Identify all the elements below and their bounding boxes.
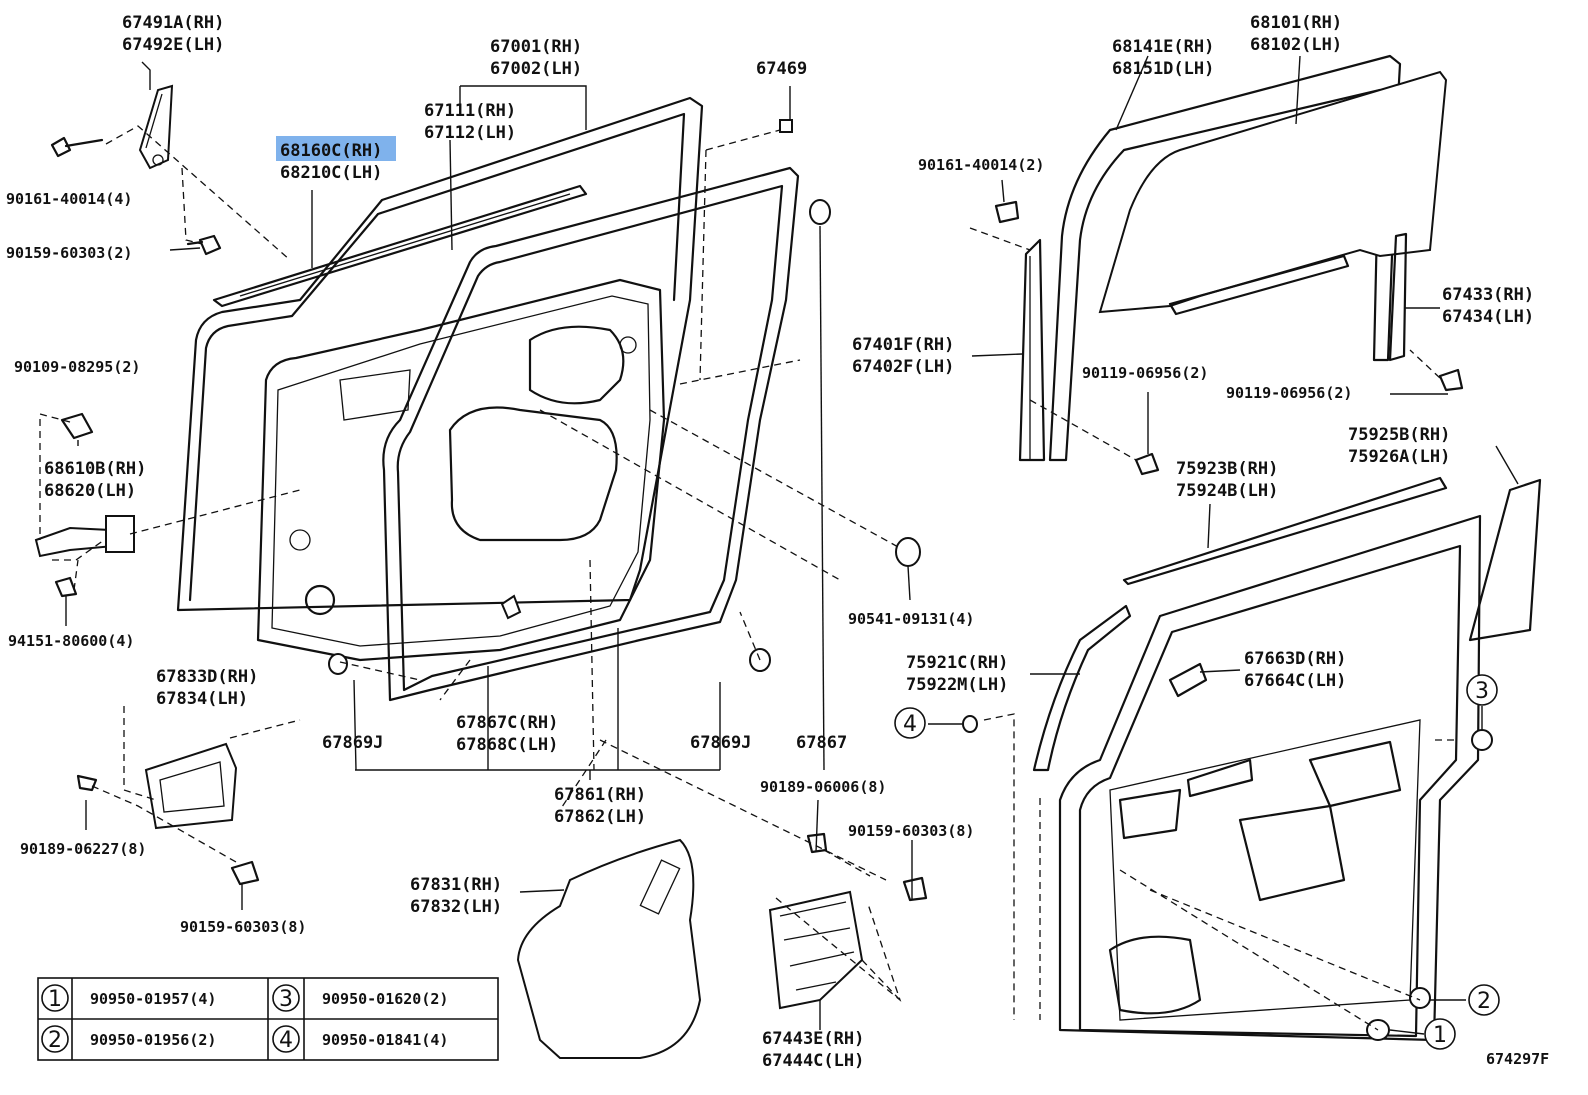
label-90161-40014-2[interactable]: 90161-40014(2): [918, 156, 1044, 174]
legend-num-1: 1: [48, 987, 62, 1012]
label-glass-run-lh[interactable]: 68151D(LH): [1112, 59, 1214, 79]
marker-1[interactable]: 1: [1433, 1023, 1447, 1048]
label-mould-front-rh[interactable]: 75921C(RH): [906, 653, 1008, 673]
marker-3[interactable]: 3: [1475, 679, 1489, 704]
label-90109-08295[interactable]: 90109-08295(2): [14, 358, 140, 376]
label-90159-60303-2[interactable]: 90159-60303(2): [6, 244, 132, 262]
label-belt-out-lh[interactable]: 75924B(LH): [1176, 481, 1278, 501]
label-division-bar-rh[interactable]: 67401F(RH): [852, 335, 954, 355]
label-94151-80600[interactable]: 94151-80600(4): [8, 632, 134, 650]
legend-part-3[interactable]: 90950-01620(2): [322, 990, 448, 1008]
label-90189-06006[interactable]: 90189-06006(8): [760, 778, 886, 796]
label-90541-09131[interactable]: 90541-09131(4): [848, 610, 974, 628]
label-bracket-rh[interactable]: 67663D(RH): [1244, 649, 1346, 669]
label-belt-out-rh[interactable]: 75923B(RH): [1176, 459, 1278, 479]
label-door-assy-rh[interactable]: 67861(RH): [554, 785, 646, 805]
label-glass-lh[interactable]: 68102(LH): [1250, 35, 1342, 55]
label-hinge-lh[interactable]: 67492E(LH): [122, 35, 224, 55]
label-division-bar-lh[interactable]: 67402F(LH): [852, 357, 954, 377]
label-checker-rh[interactable]: 68610B(RH): [44, 459, 146, 479]
label-90189-06227[interactable]: 90189-06227(8): [20, 840, 146, 858]
legend-part-2[interactable]: 90950-01956(2): [90, 1031, 216, 1049]
legend-num-4: 4: [279, 1028, 293, 1053]
label-armrest-rh[interactable]: 67443E(RH): [762, 1029, 864, 1049]
label-garnish-rh[interactable]: 75925B(RH): [1348, 425, 1450, 445]
label-glass-rh[interactable]: 68101(RH): [1250, 13, 1342, 33]
label-garnish-lh[interactable]: 75926A(LH): [1348, 447, 1450, 467]
label-seal-lh[interactable]: 67112(LH): [424, 123, 516, 143]
label-service-hole-rh[interactable]: 67831(RH): [410, 875, 502, 895]
legend-num-2: 2: [48, 1028, 62, 1053]
legend-table: 1 90950-01957(4) 3 90950-01620(2) 2 9095…: [37, 977, 499, 1061]
label-panel-lh[interactable]: 67002(LH): [490, 59, 582, 79]
label-belt-mould-rh[interactable]: 68160C(RH): [280, 141, 382, 161]
label-armrest-lh[interactable]: 67444C(LH): [762, 1051, 864, 1071]
left-leader-lines: [65, 61, 913, 1030]
label-seal-rh[interactable]: 67111(RH): [424, 101, 516, 121]
label-rear-channel-lh[interactable]: 67434(LH): [1442, 307, 1534, 327]
label-90159-60303-8-right[interactable]: 90159-60303(8): [848, 822, 974, 840]
label-service-hole-lh[interactable]: 67832(LH): [410, 897, 502, 917]
label-90119-06956-left[interactable]: 90119-06956(2): [1082, 364, 1208, 382]
label-bracket-lh[interactable]: 67664C(LH): [1244, 671, 1346, 691]
right-dashed-leaders: [969, 227, 1454, 1031]
label-checker-lh[interactable]: 68620(LH): [44, 481, 136, 501]
label-hole-cover-lh[interactable]: 67868C(LH): [456, 735, 558, 755]
label-mould-front-lh[interactable]: 75922M(LH): [906, 675, 1008, 695]
label-67867[interactable]: 67867: [796, 733, 847, 753]
legend-num-3: 3: [279, 987, 293, 1012]
label-67469[interactable]: 67469: [756, 59, 807, 79]
circle-markers: 4 3 2 1: [894, 674, 1500, 1050]
label-handle-lh[interactable]: 67834(LH): [156, 689, 248, 709]
label-door-assy-lh[interactable]: 67862(LH): [554, 807, 646, 827]
legend-part-1[interactable]: 90950-01957(4): [90, 990, 216, 1008]
marker-2[interactable]: 2: [1477, 989, 1491, 1014]
door-panel-drawing: [34, 84, 928, 1059]
left-dashed-leaders: [39, 125, 902, 1002]
legend-part-4[interactable]: 90950-01841(4): [322, 1031, 448, 1049]
label-90119-06956-right[interactable]: 90119-06956(2): [1226, 384, 1352, 402]
label-panel-rh[interactable]: 67001(RH): [490, 37, 582, 57]
drawing-code: 674297F: [1486, 1050, 1549, 1068]
label-90159-60303-8-left[interactable]: 90159-60303(8): [180, 918, 306, 936]
label-hole-cover-rh[interactable]: 67867C(RH): [456, 713, 558, 733]
highlight-68160C: [276, 136, 396, 161]
label-hinge-rh[interactable]: 67491A(RH): [122, 13, 224, 33]
label-67869J-right[interactable]: 67869J: [690, 733, 751, 753]
label-handle-rh[interactable]: 67833D(RH): [156, 667, 258, 687]
callout-labels: 67491A(RH) 67492E(LH) 67001(RH) 67002(LH…: [6, 13, 1549, 1071]
outer-door-drawing: [962, 476, 1542, 1042]
right-leader-lines: [928, 55, 1519, 1035]
label-rear-channel-rh[interactable]: 67433(RH): [1442, 285, 1534, 305]
glass-drawing: [994, 54, 1464, 476]
label-belt-mould-lh[interactable]: 68210C(LH): [280, 163, 382, 183]
label-67869J-left[interactable]: 67869J: [322, 733, 383, 753]
label-90161-40014[interactable]: 90161-40014(4): [6, 190, 132, 208]
label-glass-run-rh[interactable]: 68141E(RH): [1112, 37, 1214, 57]
marker-4[interactable]: 4: [903, 712, 917, 737]
